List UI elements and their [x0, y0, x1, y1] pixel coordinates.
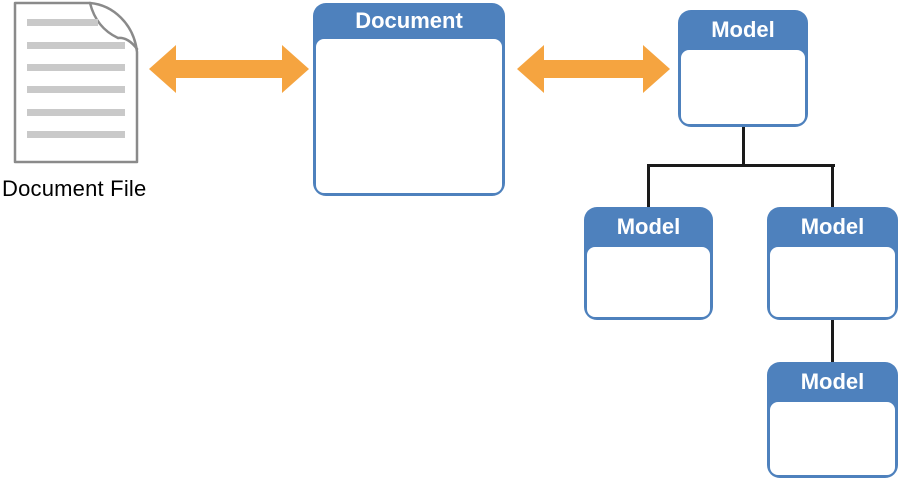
double-arrow-document-model-icon — [517, 45, 670, 93]
model-box-root: Model — [678, 10, 808, 127]
model-box-child-right-title: Model — [800, 214, 865, 239]
connector-left-child-stem — [647, 164, 650, 208]
connector-grandchild-stem — [831, 320, 834, 363]
document-box: Document — [313, 3, 505, 196]
document-box-body — [316, 39, 502, 193]
model-box-root-title: Model — [711, 17, 775, 42]
double-arrow-file-document-icon — [149, 45, 309, 93]
model-box-child-left-title: Model — [616, 214, 681, 239]
model-box-child-right: Model — [767, 207, 898, 320]
connector-branch-horizontal — [647, 164, 835, 167]
document-file-label: Document File — [2, 176, 147, 201]
model-box-root-body — [681, 50, 805, 124]
model-box-child-right-body — [770, 247, 895, 317]
document-file-icon — [13, 1, 139, 164]
connector-root-stem — [742, 127, 745, 166]
model-box-grandchild-body — [770, 402, 895, 475]
model-box-grandchild: Model — [767, 362, 898, 478]
connector-right-child-stem — [831, 164, 834, 208]
model-box-child-left: Model — [584, 207, 713, 320]
model-box-grandchild-title: Model — [800, 369, 865, 394]
model-box-child-left-body — [587, 247, 710, 317]
document-box-title: Document — [355, 8, 463, 33]
